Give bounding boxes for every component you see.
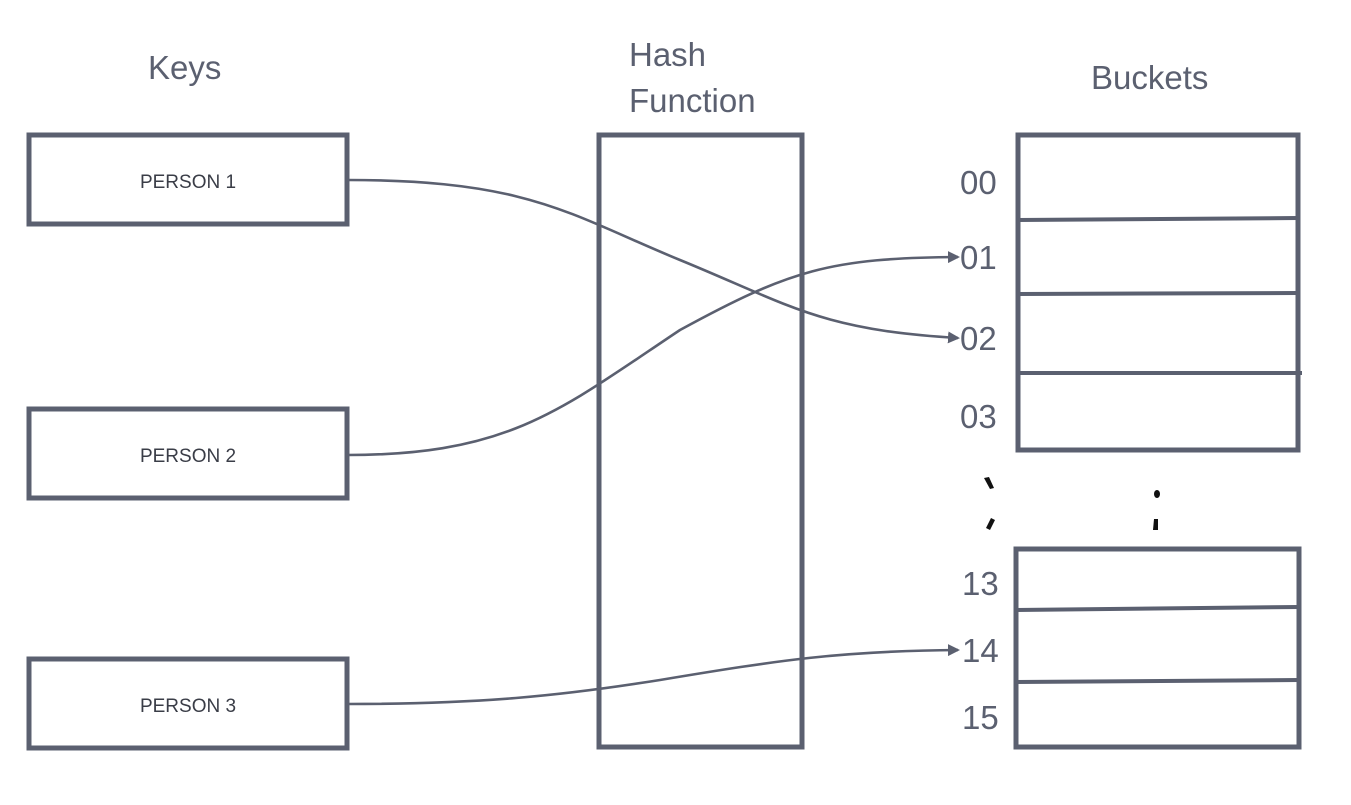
bucket-index-13: 13 (962, 565, 999, 602)
ellipsis-dot (984, 477, 994, 489)
bucket-group-bottom-frame (1013, 546, 1302, 750)
key-label: PERSON 2 (140, 446, 236, 467)
bucket-group-bottom (1013, 546, 1302, 750)
bucket-index-03: 03 (960, 398, 997, 435)
ellipsis-dot (1153, 519, 1158, 530)
key-person-3: PERSON 3 (26, 656, 350, 751)
key-label: PERSON 1 (140, 172, 236, 193)
bucket-divider (1015, 605, 1300, 612)
ellipsis-dot (986, 518, 995, 530)
hash-function-box (596, 132, 805, 750)
key-person-2: PERSON 2 (26, 406, 350, 501)
ellipsis-marks (984, 477, 1160, 530)
buckets-header: Buckets (1091, 59, 1208, 96)
bucket-index-14: 14 (962, 632, 999, 669)
key-person-1: PERSON 1 (26, 132, 350, 227)
bucket-divider (1017, 291, 1299, 296)
hash-function-header-line1: Hash (629, 36, 706, 73)
keys-header: Keys (148, 49, 221, 86)
key-label: PERSON 3 (140, 696, 236, 717)
bucket-divider (1015, 678, 1300, 684)
arrow-person2-to-01 (346, 251, 960, 457)
bucket-group-top (1015, 132, 1302, 453)
arrow-person3-to-14 (346, 644, 960, 706)
ellipsis-dot (1154, 490, 1160, 498)
key-box (26, 406, 350, 501)
bucket-divider (1017, 216, 1299, 222)
arrow-person1-to-02 (346, 178, 960, 344)
bucket-index-15: 15 (962, 699, 999, 736)
hash-function-header-line2: Function (629, 82, 756, 119)
bucket-index-00: 00 (960, 164, 997, 201)
bucket-index-01: 01 (960, 239, 997, 276)
bucket-index-02: 02 (960, 320, 997, 357)
